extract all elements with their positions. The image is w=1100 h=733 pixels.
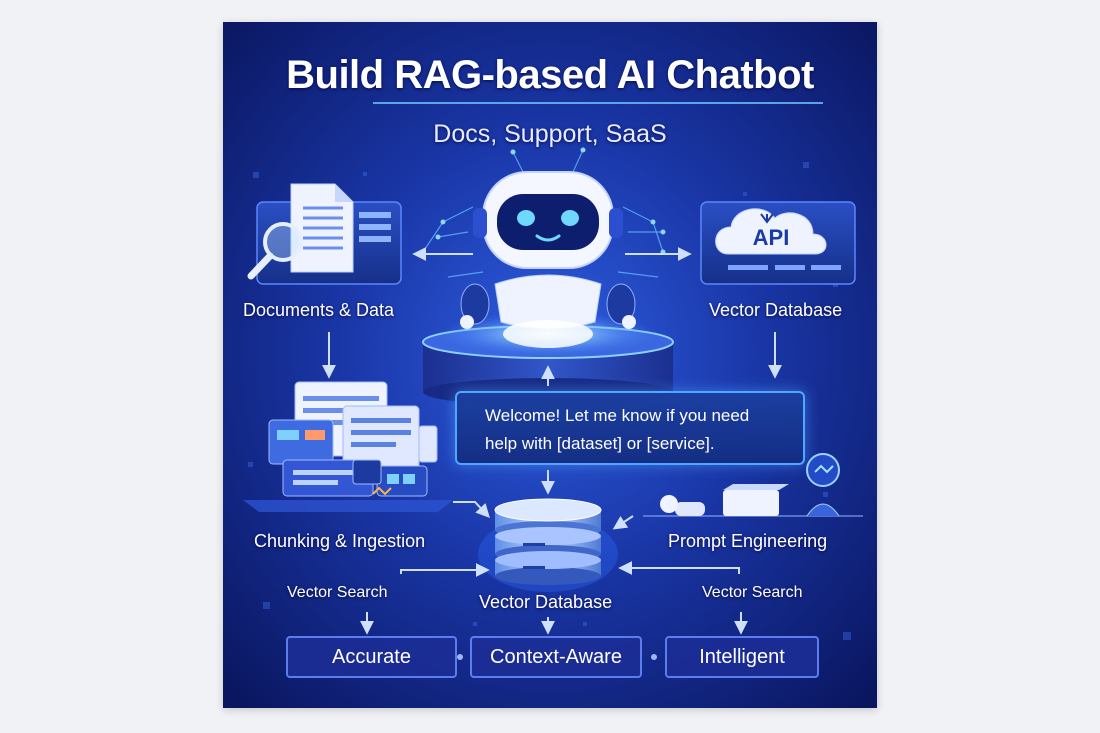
- badge-context-aware: Context-Aware: [470, 636, 642, 678]
- chunking-illustration: [243, 381, 453, 512]
- chat-message-bubble: Welcome! Let me know if you need help wi…: [455, 391, 805, 465]
- arrow-chunking-to-db: [453, 501, 490, 519]
- arrow-prompt-to-db: [612, 515, 634, 530]
- prompt-illustration: [643, 453, 863, 517]
- api-text: API: [753, 225, 790, 250]
- diagram-scene: API: [223, 22, 877, 708]
- chat-message-line-2: help with [dataset] or [service].: [485, 434, 715, 453]
- label-vector-search-left: Vector Search: [287, 584, 388, 601]
- label-prompt-engineering: Prompt Engineering: [668, 531, 828, 551]
- magnifier-icon: [247, 222, 303, 280]
- poster-subtitle: Docs, Support, SaaS: [433, 120, 667, 148]
- energy-glow: [503, 320, 593, 348]
- api-illustration: API: [700, 201, 856, 285]
- label-documents-data: Documents & Data: [243, 300, 395, 320]
- poster-title: Build RAG-based AI Chatbot: [286, 53, 814, 97]
- separator-dot: [651, 654, 657, 660]
- chat-message-line-1: Welcome! Let me know if you need: [485, 406, 750, 425]
- label-vector-database-center: Vector Database: [479, 592, 613, 612]
- label-vector-search-right: Vector Search: [702, 584, 803, 601]
- badge-intelligent: Intelligent: [665, 636, 819, 678]
- arrow-search-left-to-db: [400, 563, 490, 577]
- rag-poster: API: [223, 22, 877, 708]
- separator-dot: [457, 654, 463, 660]
- cloud-icon: [715, 208, 827, 255]
- documents-illustration: [247, 183, 402, 285]
- badge-accurate: Accurate: [286, 636, 457, 678]
- database-icon: [478, 498, 618, 592]
- label-vector-database-top: Vector Database: [709, 300, 843, 320]
- label-chunking-ingestion: Chunking & Ingestion: [254, 531, 426, 551]
- arrow-search-right-to-db: [618, 561, 740, 575]
- robot-icon: [460, 171, 636, 330]
